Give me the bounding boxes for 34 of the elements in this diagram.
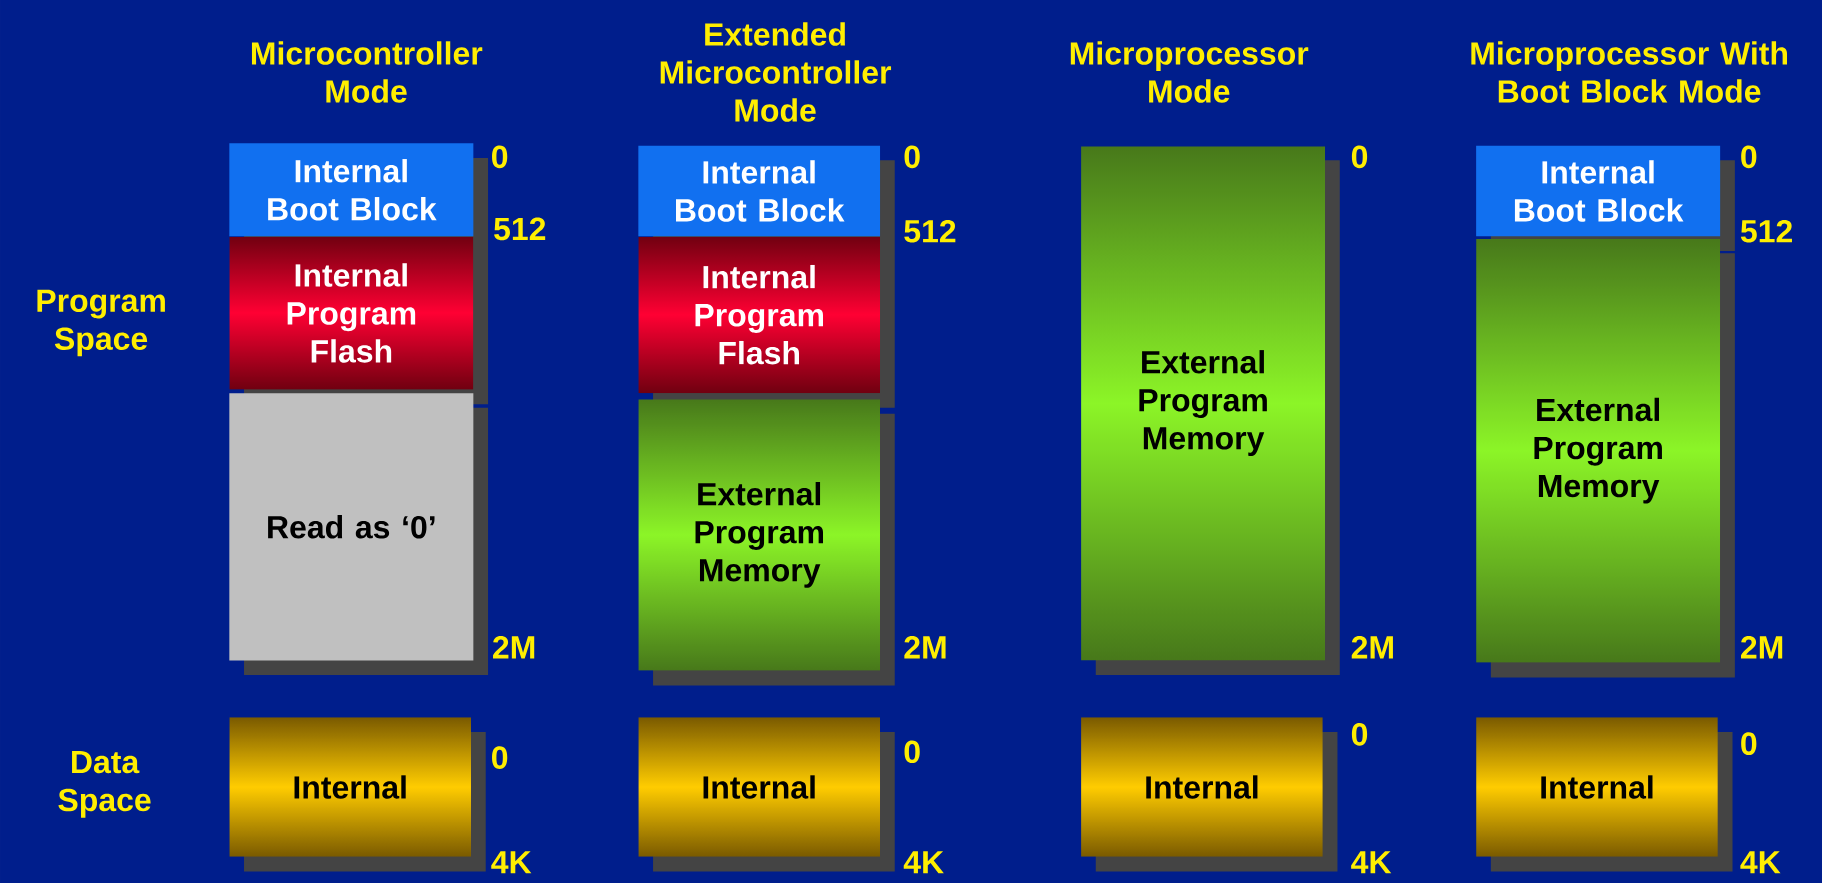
row-heading: Data Space <box>58 751 151 818</box>
address-label: 0 <box>904 740 920 764</box>
memory-block: External Program Memory <box>638 399 895 686</box>
memory-block: External Program Memory <box>1081 146 1340 676</box>
address-label: 2M <box>493 636 535 659</box>
address-label: 4K <box>1740 851 1781 874</box>
address-label: 2M <box>904 636 946 659</box>
memory-block: Internal <box>1081 717 1338 872</box>
row-heading: Program Space <box>37 289 165 357</box>
column-heading: Microprocessor Mode <box>1070 41 1309 103</box>
address-label: 0 <box>492 746 508 769</box>
address-label: 0 <box>904 145 920 169</box>
column-heading: Microprocessor With Boot Block Mode <box>1471 41 1787 103</box>
address-label: 0 <box>1741 145 1757 169</box>
address-label: 0 <box>1741 732 1757 755</box>
address-label: 512 <box>494 217 546 241</box>
address-label: 4K <box>1351 851 1392 874</box>
memory-block: Internal <box>229 717 486 872</box>
memory-block: Internal Boot Block <box>229 143 489 251</box>
memory-block: External Program Memory <box>1476 238 1735 678</box>
column-heading: Microcontroller Mode <box>251 41 483 103</box>
address-label: 0 <box>492 145 508 169</box>
memory-block: Internal <box>1476 717 1733 872</box>
address-label: 2M <box>1741 636 1783 659</box>
memory-block: Internal Program Flash <box>229 236 489 405</box>
memory-block: Internal Boot Block <box>1476 145 1735 251</box>
address-label: 2M <box>1351 636 1393 659</box>
memory-block: Internal Program Flash <box>638 236 895 408</box>
memory-block: Internal Boot Block <box>638 145 895 251</box>
memory-block: Internal <box>638 717 895 872</box>
address-label: 0 <box>1351 723 1368 746</box>
address-label: 512 <box>904 219 956 243</box>
address-label: 512 <box>1740 219 1792 243</box>
memory-block: Read as ‘0’ <box>229 393 489 676</box>
